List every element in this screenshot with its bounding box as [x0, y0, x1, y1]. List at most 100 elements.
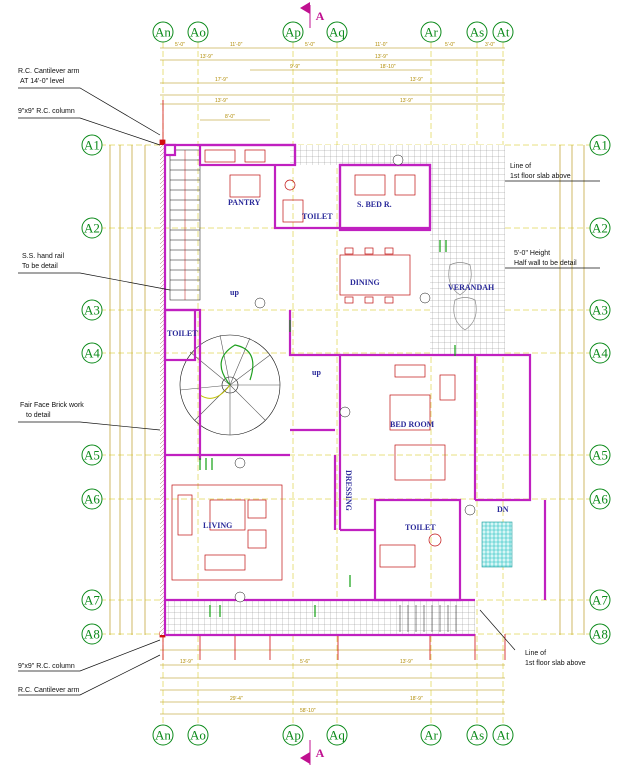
- grid-col-ao-top: Ao: [190, 25, 206, 40]
- room-toilet-lower: TOILET: [405, 523, 436, 532]
- dimension-texts: 5'-0" 11'-0" 5'-0" 11'-0" 5'-0" 3'-0" 13…: [175, 42, 495, 714]
- grid-row-a2-left: A2: [84, 221, 100, 236]
- grid-col-ap-bottom: Ap: [285, 728, 301, 743]
- grid-col-ar-top: Ar: [424, 25, 438, 40]
- label-up-spiral: up: [312, 368, 321, 377]
- grid-row-a4-left: A4: [84, 346, 100, 361]
- note-ss-hand-rail-2: To be detail: [22, 263, 58, 270]
- label-up-stair: up: [230, 288, 239, 297]
- room-dressing: DRESSING: [344, 470, 353, 511]
- grid-row-a5-right: A5: [592, 448, 608, 463]
- svg-text:8'-0": 8'-0": [225, 114, 235, 120]
- note-rc-cantilever-bottom: R.C. Cantilever arm: [18, 687, 80, 694]
- svg-text:5'-0": 5'-0": [175, 42, 185, 48]
- grid-bubble-labels-bottom: An Ao Ap Aq Ar As At: [155, 728, 510, 743]
- plants: [199, 240, 456, 617]
- room-toilet-upper: TOILET: [302, 212, 333, 221]
- grid-bubbles-top: [152, 21, 514, 43]
- svg-text:3'-0": 3'-0": [485, 42, 495, 48]
- annotations-left: R.C. Cantilever arm AT 14'-0" level 9"x9…: [18, 68, 171, 696]
- tiles-bottom: [165, 600, 475, 635]
- grid-bubble-labels-right: A1 A2 A3 A4 A5 A6 A7 A8: [592, 138, 608, 642]
- entry-steps: [399, 605, 457, 632]
- grid-row-a7-left: A7: [84, 593, 100, 608]
- grid-bubbles-bottom: [152, 724, 514, 746]
- grid-bubbles-left: [81, 134, 103, 645]
- svg-text:18'-10": 18'-10": [380, 64, 396, 70]
- note-column-top: 9"x9" R.C. column: [18, 108, 75, 115]
- top-dimension-lines: [160, 47, 505, 121]
- svg-text:13'-9": 13'-9": [375, 54, 388, 60]
- svg-text:17'-9": 17'-9": [215, 77, 228, 83]
- grid-col-ap-top: Ap: [285, 25, 301, 40]
- grid-row-a1-left: A1: [84, 138, 100, 153]
- svg-text:5'-6": 5'-6": [300, 659, 310, 665]
- grid-row-a8-left: A8: [84, 627, 100, 642]
- furniture: [171, 149, 477, 581]
- svg-text:18'-9": 18'-9": [410, 696, 423, 702]
- grid-row-a1-right: A1: [592, 138, 608, 153]
- pool: [481, 521, 513, 568]
- grid-col-an-top: An: [155, 25, 171, 40]
- svg-text:13'-9": 13'-9": [180, 659, 193, 665]
- annotations-right: Line of 1st floor slab above 5'-0" Heigh…: [479, 163, 600, 667]
- room-toilet-left: TOILET: [167, 329, 198, 338]
- grid-bubbles-right: [589, 134, 611, 645]
- room-dn: DN: [497, 505, 509, 514]
- svg-text:29'-4": 29'-4": [230, 696, 243, 702]
- svg-text:13'-9": 13'-9": [200, 54, 213, 60]
- section-markers: A A: [300, 2, 325, 765]
- note-ss-hand-rail-1: S.S. hand rail: [22, 253, 64, 260]
- note-height-wall-2: Half wall to be detail: [514, 260, 577, 267]
- section-label-bottom: A: [316, 746, 325, 760]
- straight-stair: [169, 149, 201, 301]
- grid-bubble-labels-top: An Ao Ap Aq Ar As At: [155, 25, 510, 40]
- svg-text:9'-9": 9'-9": [290, 64, 300, 70]
- tiles-verandah: [430, 165, 505, 355]
- note-first-floor-slab-top-1: Line of: [510, 163, 531, 170]
- note-rc-cantilever-top-1: R.C. Cantilever arm: [18, 68, 80, 75]
- grid-col-ar-bottom: Ar: [424, 728, 438, 743]
- grid-row-a2-right: A2: [592, 221, 608, 236]
- grid-col-at-top: At: [497, 25, 510, 40]
- section-label-top: A: [316, 9, 325, 23]
- note-column-bottom: 9"x9" R.C. column: [18, 663, 75, 670]
- note-fair-face-brick-1: Fair Face Brick work: [20, 402, 84, 409]
- walls: [163, 143, 547, 637]
- grid-row-a6-right: A6: [592, 492, 608, 507]
- grid-row-a6-left: A6: [84, 492, 100, 507]
- grid-col-an-bottom: An: [155, 728, 171, 743]
- svg-text:11'-0": 11'-0": [230, 42, 243, 48]
- grid-row-a8-right: A8: [592, 627, 608, 642]
- room-dining: DINING: [350, 278, 380, 287]
- side-dimension-lines: [109, 145, 585, 635]
- grid-col-as-top: As: [470, 25, 484, 40]
- tag-circles: [234, 154, 476, 603]
- note-rc-cantilever-top-2: AT 14'-0" level: [20, 78, 65, 85]
- grid-bubble-labels-left: A1 A2 A3 A4 A5 A6 A7 A8: [84, 138, 100, 642]
- grid-row-a3-right: A3: [592, 303, 608, 318]
- grid-row-a3-left: A3: [84, 303, 100, 318]
- note-first-floor-slab-bottom-2: 1st floor slab above: [525, 660, 586, 667]
- grid-col-aq-bottom: Aq: [329, 728, 345, 743]
- room-living: LIVING: [203, 521, 232, 530]
- grid-col-ao-bottom: Ao: [190, 728, 206, 743]
- svg-text:13'-9": 13'-9": [400, 98, 413, 104]
- bottom-dimension-lines: [160, 649, 505, 715]
- grid-row-a5-left: A5: [84, 448, 100, 463]
- room-s-bed: S. BED R.: [357, 200, 392, 209]
- note-fair-face-brick-2: to detail: [26, 412, 51, 419]
- svg-text:5'-0": 5'-0": [445, 42, 455, 48]
- grid-col-at-bottom: At: [497, 728, 510, 743]
- room-verandah: VERANDAH: [448, 283, 495, 292]
- svg-text:5'-0": 5'-0": [305, 42, 315, 48]
- note-first-floor-slab-bottom-1: Line of: [525, 650, 546, 657]
- note-first-floor-slab-top-2: 1st floor slab above: [510, 173, 571, 180]
- room-pantry: PANTRY: [228, 198, 261, 207]
- room-labels: PANTRY TOILET S. BED R. DINING VERANDAH …: [167, 198, 509, 532]
- tiles-left-column: [160, 145, 165, 635]
- svg-text:58'-10": 58'-10": [300, 708, 316, 714]
- svg-text:13'-9": 13'-9": [410, 77, 423, 83]
- note-height-wall-1: 5'-0" Height: [514, 250, 550, 257]
